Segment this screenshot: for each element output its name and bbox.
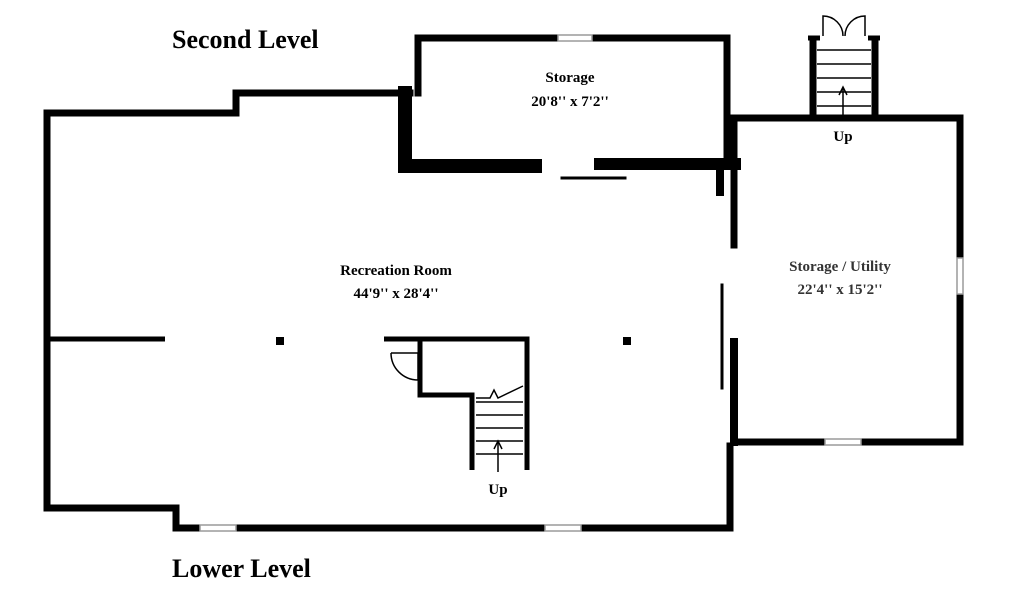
- exterior-stairs-up-label: Up: [833, 129, 852, 145]
- utility-room-walls: [720, 114, 964, 532]
- lower-level-title: Lower Level: [172, 554, 311, 583]
- storage-room-name: Storage: [545, 70, 594, 86]
- recreation-room-name: Recreation Room: [340, 263, 452, 279]
- recreation-room-dims: 44'9'' x 28'4'': [353, 286, 438, 302]
- interior-stairs: [476, 385, 524, 472]
- windows: [199, 34, 964, 532]
- utility-room-dims: 22'4'' x 15'2'': [797, 282, 882, 298]
- second-level-title: Second Level: [172, 25, 319, 54]
- interior-walls: [50, 336, 631, 470]
- interior-stairs-up-label: Up: [488, 482, 507, 498]
- closet-door: [390, 352, 419, 381]
- utility-room-name: Storage / Utility: [789, 259, 891, 275]
- exterior-stairwell: [808, 15, 880, 118]
- storage-room-dims: 20'8'' x 7'2'': [531, 94, 609, 110]
